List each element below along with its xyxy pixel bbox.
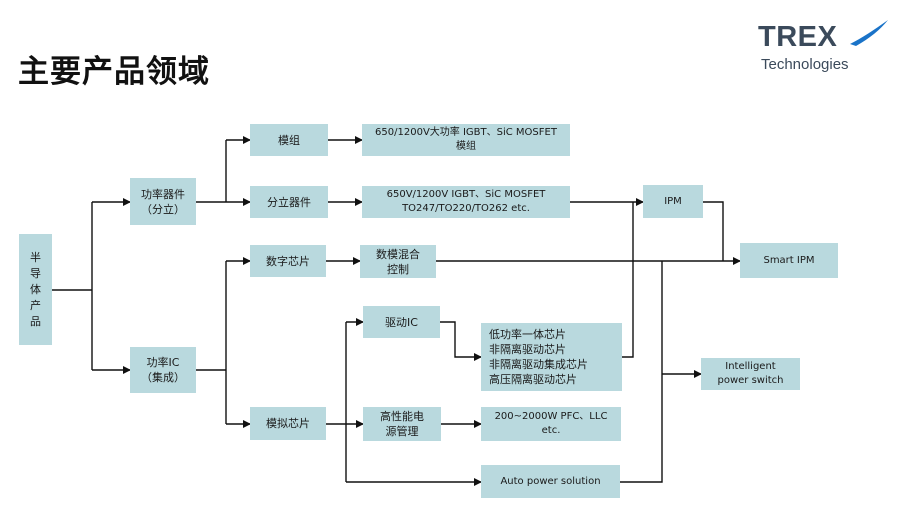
discrete-description-box: 650V/1200V IGBT、SiC MOSFET TO247/TO220/T…: [362, 186, 570, 218]
ipm-box: IPM: [643, 185, 703, 218]
logo-name: TREX: [758, 21, 838, 53]
page-title: 主要产品领域: [18, 54, 210, 90]
module-box: 模组: [250, 124, 328, 156]
semiconductor-products-box: 半导体产品: [19, 234, 52, 345]
smart-ipm-box: Smart IPM: [740, 243, 838, 278]
hp-power-management-box: 高性能电 源管理: [363, 407, 441, 441]
digital-chip-box: 数字芯片: [250, 245, 326, 277]
driver-ic-box: 驱动IC: [363, 306, 440, 338]
mixed-signal-control-box: 数模混合 控制: [360, 245, 436, 278]
discrete-device-box: 分立器件: [250, 186, 328, 218]
root-label: 半导体产品: [30, 250, 41, 328]
pfc-llc-box: 200~2000W PFC、LLC etc.: [481, 407, 621, 441]
driver-chip-list-box: 低功率一体芯片 非隔离驱动芯片 非隔离驱动集成芯片 高压隔离驱动芯片: [481, 323, 622, 391]
analog-chip-box: 模拟芯片: [250, 407, 326, 440]
module-description-box: 650/1200V大功率 IGBT、SiC MOSFET 模组: [362, 124, 570, 156]
logo-subtitle: Technologies: [761, 56, 849, 73]
auto-power-solution-box: Auto power solution: [481, 465, 620, 498]
power-device-box: 功率器件 （分立）: [130, 178, 196, 225]
power-ic-box: 功率IC （集成）: [130, 347, 196, 393]
intelligent-power-switch-box: Intelligent power switch: [701, 358, 800, 390]
logo-swoosh-icon: [850, 20, 888, 46]
trex-logo: TREX Technologies: [758, 20, 893, 80]
